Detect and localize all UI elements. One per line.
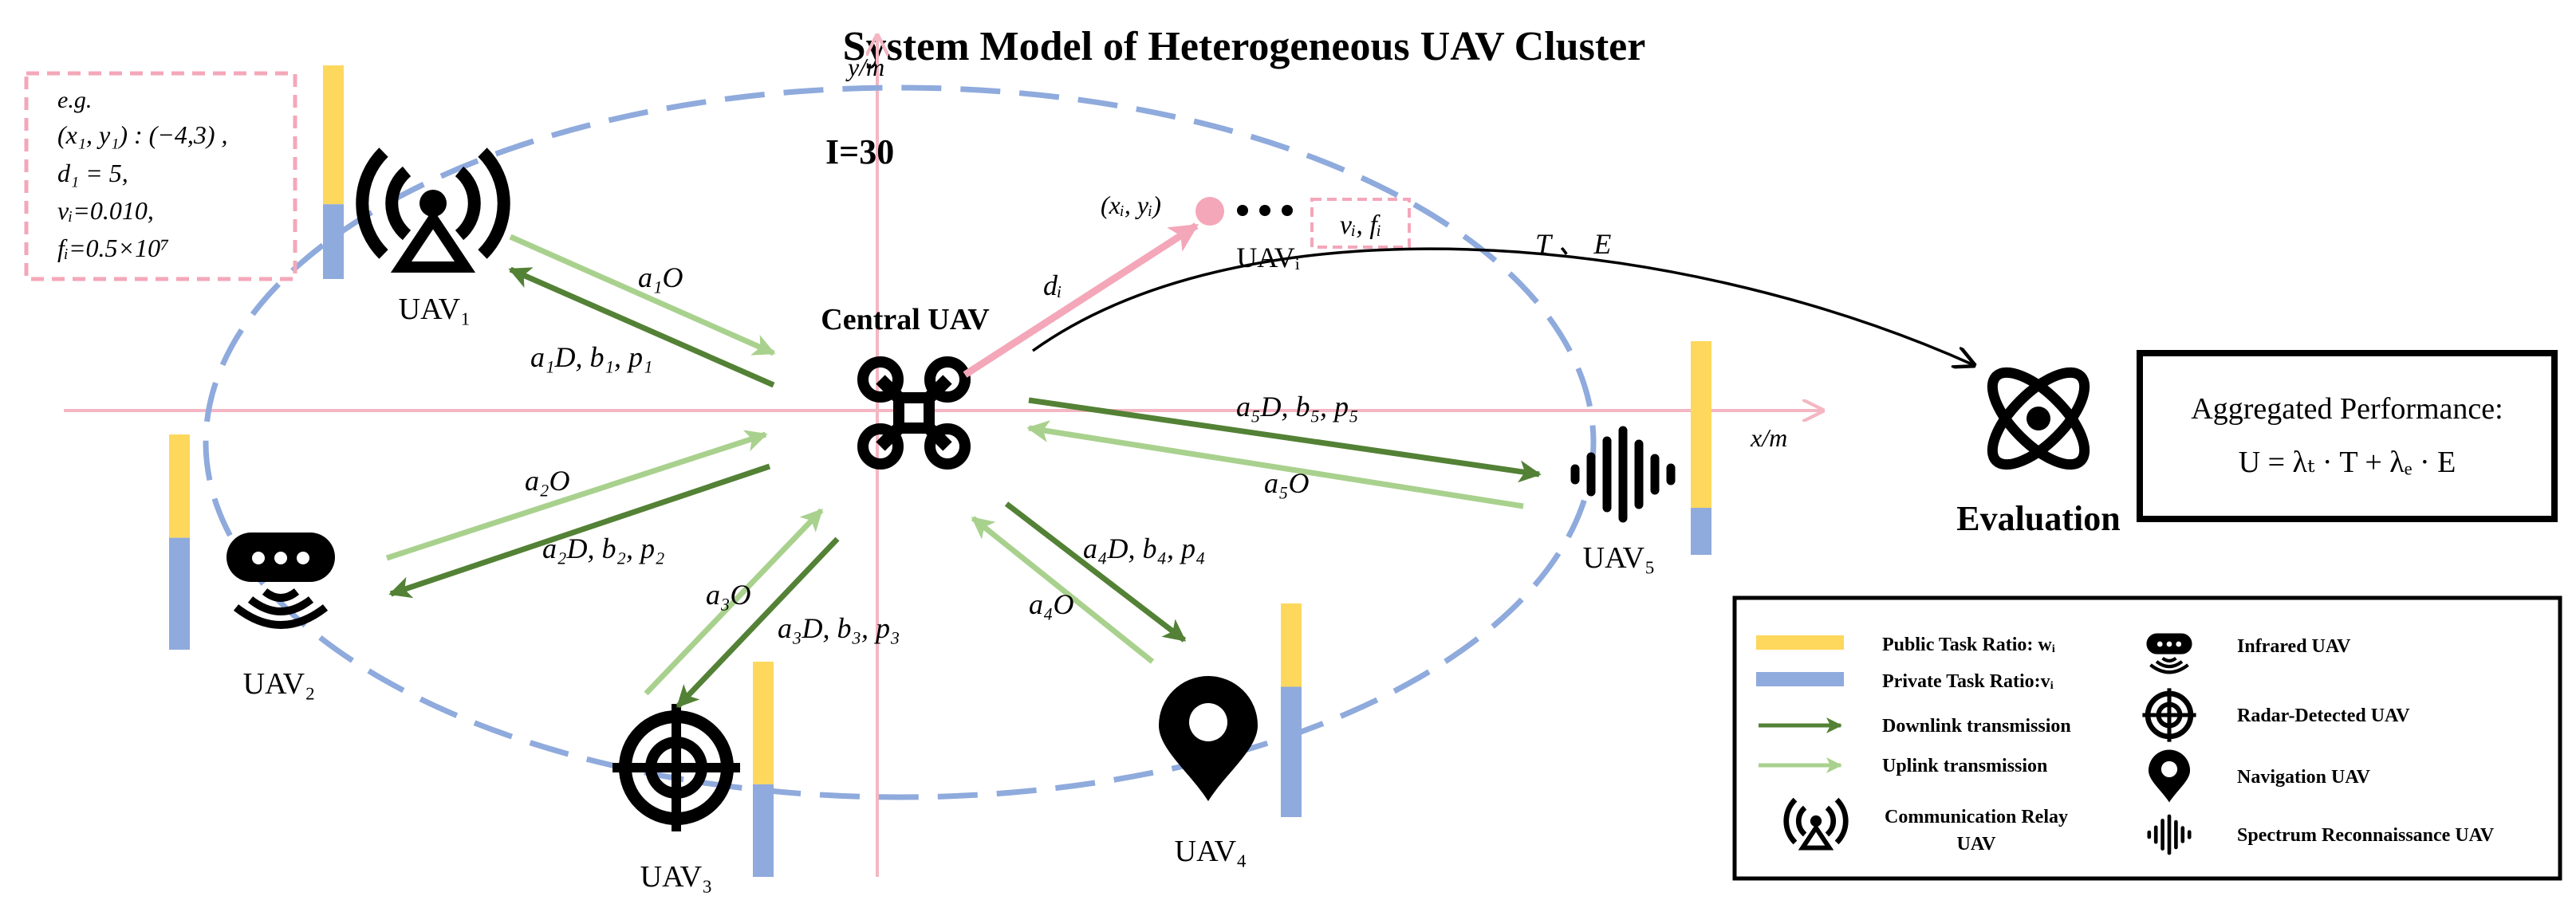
legend-uplink-label: Uplink transmission [1882, 756, 2047, 776]
uplink-label-uav5: a₅O [1264, 467, 1310, 499]
private-ratio-segment [1281, 686, 1302, 817]
aggregated-performance-box [2137, 350, 2558, 522]
downlink-arrow-uav1 [508, 266, 775, 388]
downlink-label-uav4: a₄D, b₄, p₄ [1083, 533, 1206, 564]
uav1-label: UAV₁ [399, 293, 471, 326]
uav-i-position: (xᵢ, yᵢ) [1101, 191, 1161, 219]
downlink-label-uav1: a₁D, b₁, p₁ [530, 341, 653, 373]
legend: Public Task Ratio: wᵢ Private Task Ratio… [1732, 595, 2562, 881]
ellipsis-dot [1259, 205, 1270, 216]
radar-detected-icon [612, 704, 740, 831]
example-box [24, 71, 297, 281]
public-ratio-segment [323, 65, 344, 205]
output-label: T 、 E [1535, 228, 1611, 260]
public-ratio-segment [753, 662, 774, 784]
navigation-icon [1159, 676, 1258, 801]
ratio-bar-uav3 [753, 662, 774, 877]
evaluation-atom-icon [1987, 367, 2090, 470]
uav-i-params: vᵢ, fᵢ [1340, 210, 1381, 240]
legend-comm-relay-label-2: UAV [1957, 834, 1997, 855]
legend-frame [1732, 595, 2562, 881]
downlink-label-uav3: a₃D, b₃, p₃ [778, 612, 900, 644]
private-ratio-segment [323, 204, 344, 279]
legend-downlink-label: Downlink transmission [1882, 716, 2071, 737]
uplink-arrow-uav4 [971, 516, 1155, 664]
uav-i-params-box [1310, 198, 1411, 249]
example-header: e.g. [57, 87, 92, 113]
example-coord: (x₁, y₁) : (−4,3) , [57, 120, 228, 149]
legend-public-swatch [1756, 635, 1844, 650]
diagram-title: System Model of Heterogeneous UAV Cluste… [843, 24, 1646, 69]
uav-i-point [1195, 197, 1224, 226]
legend-infrared-icon [2146, 633, 2192, 674]
legend-comm-relay-label: Communication Relay [1885, 807, 2068, 827]
y-axis-label: y/m [845, 53, 884, 81]
legend-infrared-label: Infrared UAV [2237, 636, 2351, 657]
ellipsis-dot [1237, 205, 1248, 216]
distance-label: dᵢ [1043, 269, 1062, 301]
uplink-arrow-uav3 [644, 508, 824, 696]
distance-arrow [963, 222, 1199, 378]
uplink-label-uav3: a₃O [706, 579, 751, 611]
example-distance: d₁ = 5, [57, 159, 128, 187]
x-axis-label: x/m [1750, 423, 1787, 452]
aggregated-performance-formula: U = λₜ · T + λₑ · E [2239, 446, 2456, 479]
uav4-label: UAV₄ [1175, 835, 1247, 868]
central-uav-label: Central UAV [821, 303, 990, 336]
public-ratio-segment [1281, 603, 1302, 687]
communication-relay-icon [356, 147, 510, 273]
ratio-bar-uav5 [1691, 341, 1711, 555]
legend-comm-relay-icon [1783, 797, 1849, 851]
downlink-arrow-uav5 [1028, 397, 1542, 483]
uplink-arrow-uav1 [509, 234, 776, 356]
evaluation-curve [1031, 247, 1974, 365]
downlink-arrow-uav2 [388, 463, 771, 599]
uav2-label: UAV₂ [243, 667, 316, 701]
public-ratio-segment [1691, 341, 1711, 509]
ratio-bar-uav2 [169, 434, 190, 650]
legend-private-label: Private Task Ratio:vᵢ [1882, 671, 2054, 692]
downlink-arrow-uav3 [676, 536, 840, 709]
uplink-arrow-uav5 [1026, 420, 1524, 509]
infrared-icon [226, 533, 335, 629]
public-ratio-segment [169, 434, 190, 538]
ellipsis-dot [1282, 205, 1293, 216]
legend-spectrum-label: Spectrum Reconnaissance UAV [2237, 825, 2495, 846]
uav3-label: UAV₃ [640, 860, 713, 894]
legend-private-swatch [1756, 672, 1844, 686]
uplink-label-uav1: a₁O [638, 261, 683, 293]
ratio-bar-uav1 [323, 65, 344, 279]
legend-spectrum-icon [2147, 814, 2192, 855]
legend-radar-icon [2142, 688, 2196, 742]
uav5-label: UAV₅ [1583, 541, 1656, 575]
evaluation-label: Evaluation [1956, 499, 2120, 538]
coverage-ellipse [203, 84, 1597, 800]
legend-radar-label: Radar-Detected UAV [2237, 705, 2410, 726]
private-ratio-segment [169, 537, 190, 650]
central-uav-icon [857, 356, 971, 470]
uplink-label-uav4: a₄O [1029, 588, 1074, 620]
downlink-arrow-uav4 [1004, 501, 1187, 643]
iteration-label: I=30 [825, 132, 894, 171]
uplink-arrow-uav2 [385, 430, 768, 561]
uplink-label-uav2: a₂O [525, 465, 570, 497]
private-ratio-segment [1691, 508, 1711, 555]
downlink-label-uav5: a₅D, b₅, p₅ [1236, 391, 1359, 422]
legend-public-label: Public Task Ratio: wᵢ [1882, 635, 2055, 655]
ratio-bar-uav4 [1281, 603, 1302, 817]
aggregated-performance-title: Aggregated Performance: [2191, 392, 2503, 426]
spectrum-reconnaissance-icon [1570, 426, 1676, 523]
downlink-label-uav2: a₂D, b₂, p₂ [542, 533, 665, 564]
example-frequency: fᵢ=0.5×10⁷ [57, 234, 169, 262]
example-private-ratio: vᵢ=0.010, [57, 196, 154, 225]
private-ratio-segment [753, 784, 774, 877]
legend-navigation-icon [2148, 749, 2191, 803]
legend-navigation-label: Navigation UAV [2237, 767, 2371, 788]
